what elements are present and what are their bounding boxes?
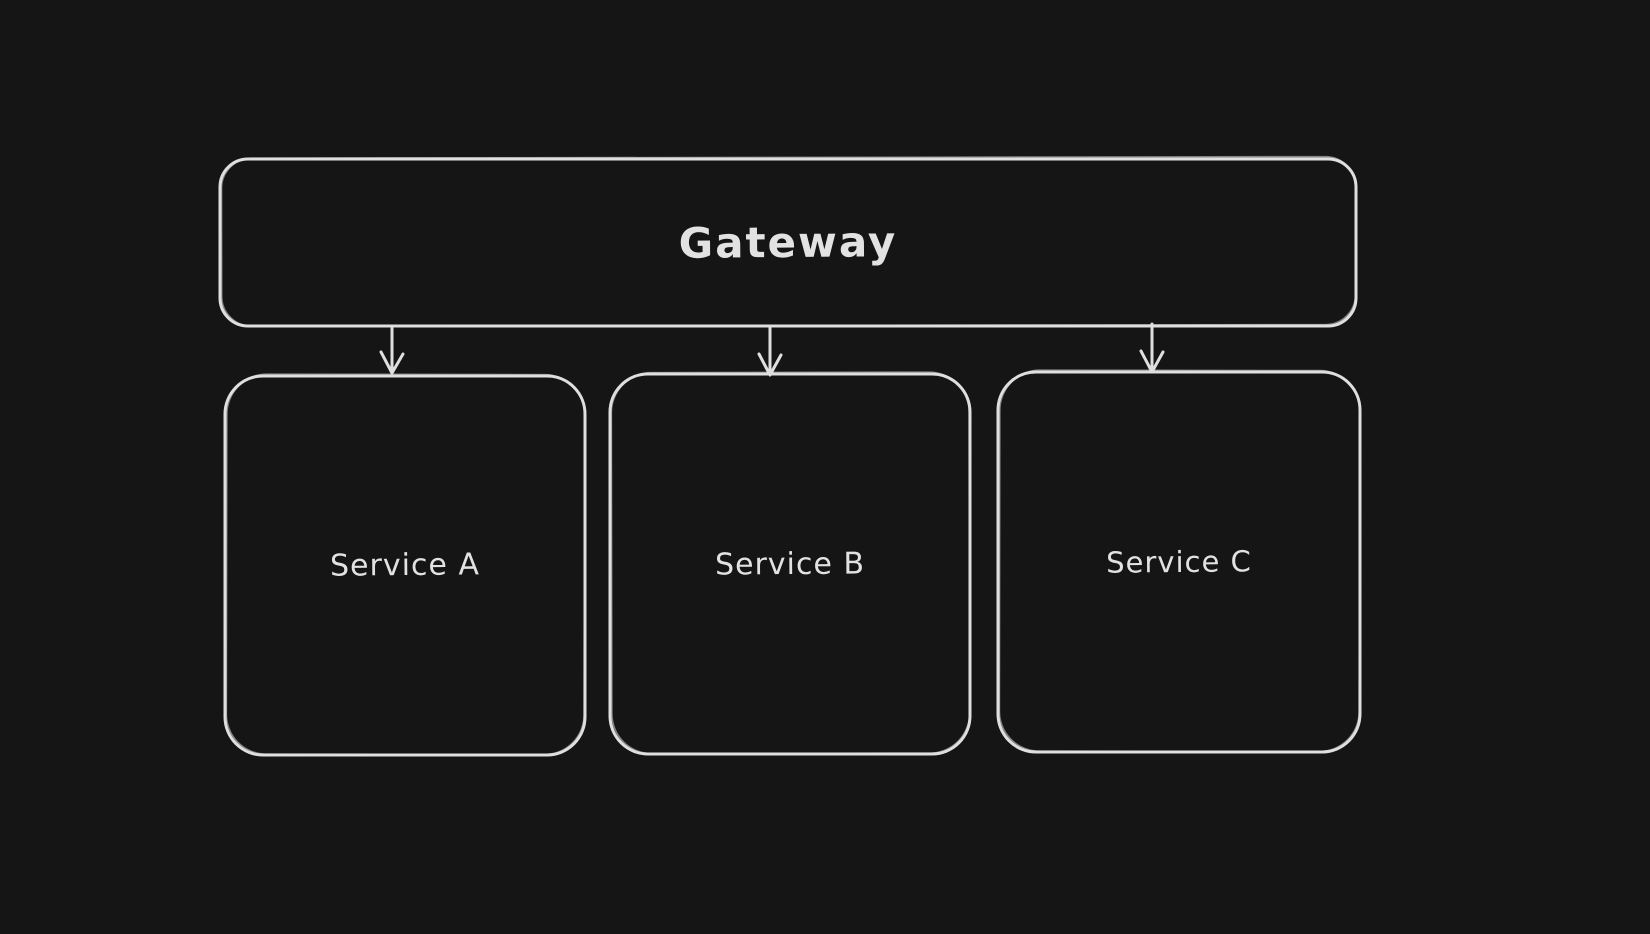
edge-gateway-to-service-c [1139, 322, 1165, 374]
arrowhead-down-icon [757, 352, 783, 377]
service-a-node-box [223, 373, 587, 757]
gateway-node-box [218, 155, 1358, 328]
arrowhead-down-icon [1139, 349, 1165, 374]
service-c-node-box [996, 369, 1362, 754]
edge-gateway-to-service-b [757, 325, 783, 377]
arrowhead-down-icon [379, 350, 405, 375]
edge-gateway-to-service-a [379, 325, 405, 375]
service-b-node-box [608, 371, 972, 756]
